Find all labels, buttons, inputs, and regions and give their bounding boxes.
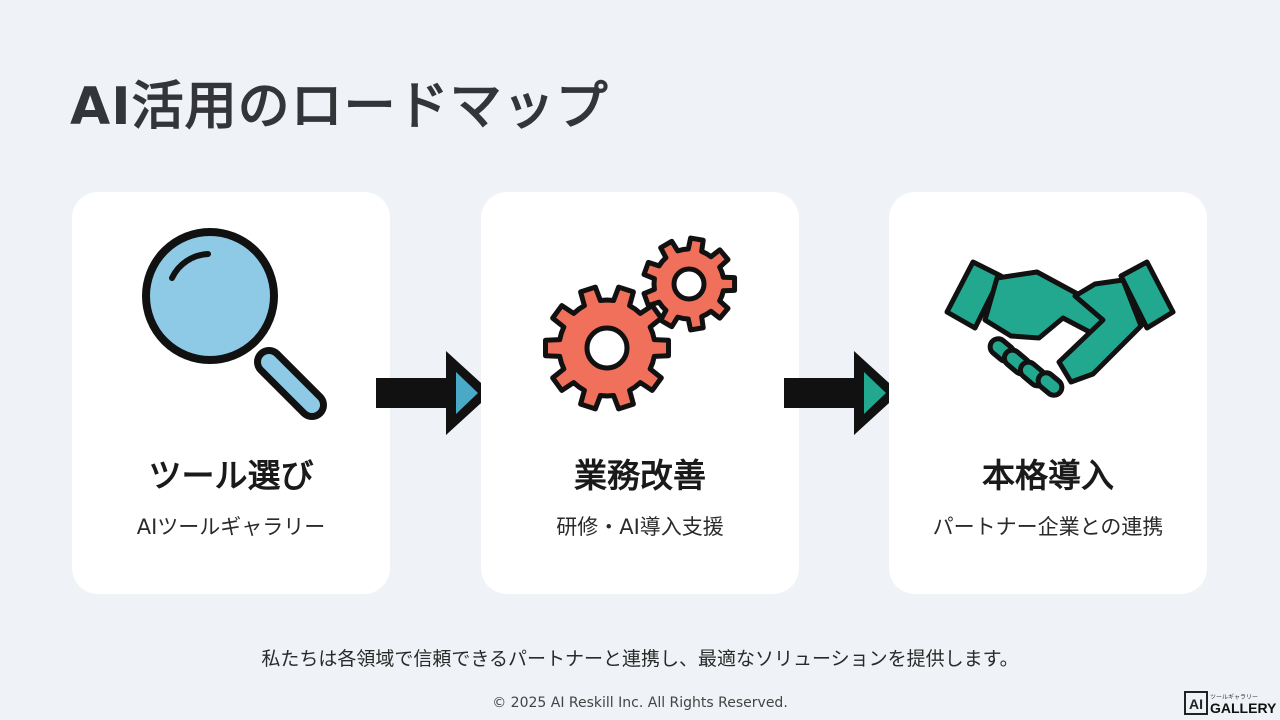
page-title: AI活用のロードマップ: [70, 77, 609, 137]
step-card-business-improvement: 業務改善 研修・AI導入支援: [481, 192, 799, 594]
step-subtitle: AIツールギャラリー: [136, 515, 326, 539]
gears-icon: [542, 235, 738, 412]
logo-tagline: ツールギャラリー: [1210, 694, 1258, 701]
ai-gallery-logo: AI ツールギャラリー GALLERY: [1184, 691, 1276, 716]
right-arrow-icon: [784, 351, 900, 435]
logo-name: GALLERY: [1210, 700, 1276, 716]
handshake-icon: [944, 259, 1176, 398]
step-subtitle: パートナー企業との連携: [932, 515, 1164, 539]
footnote-text: 私たちは各領域で信頼できるパートナーと連携し、最適なソリューションを提供します。: [261, 648, 1019, 670]
step-heading: 業務改善: [574, 456, 706, 495]
step-heading: ツール選び: [148, 456, 314, 495]
magnifying-glass-icon: [142, 228, 327, 420]
step-subtitle: 研修・AI導入支援: [556, 515, 724, 539]
logo-mark: AI: [1189, 696, 1203, 712]
copyright-text: © 2025 AI Reskill Inc. All Rights Reserv…: [492, 695, 788, 711]
step-card-tool-selection: ツール選び AIツールギャラリー: [72, 192, 390, 594]
step-card-full-deployment: 本格導入 パートナー企業との連携: [889, 192, 1207, 594]
right-arrow-icon: [376, 351, 492, 435]
step-heading: 本格導入: [982, 456, 1114, 495]
